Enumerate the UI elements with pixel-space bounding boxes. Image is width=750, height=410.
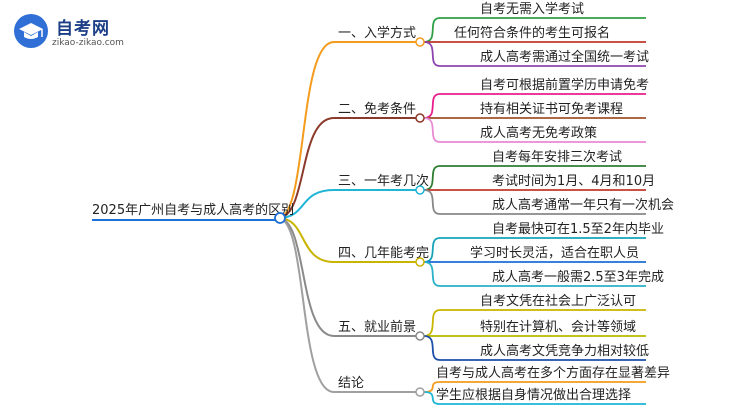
leaf-connector bbox=[423, 391, 441, 405]
branch-connector bbox=[277, 217, 335, 263]
branch-node-dot bbox=[415, 331, 425, 341]
leaf-connector bbox=[423, 335, 441, 361]
branch-label: 一、入学方式 bbox=[338, 25, 416, 41]
logo-url: zikao-zikao.com bbox=[52, 38, 124, 48]
leaf-label: 自考文凭在社会上广泛认可 bbox=[480, 293, 636, 309]
branch-connector bbox=[277, 189, 335, 219]
mind-map-nodes: 2025年广州自考与成人高考的区别 一、入学方式 自考无需入学考试任何符合条件的考生… bbox=[92, 1, 674, 403]
leaf-label: 考试时间为1月、4月和10月 bbox=[492, 174, 655, 189]
leaf-label: 任何符合条件的考生可报名 bbox=[454, 25, 610, 41]
leaf-label: 持有相关证书可免考课程 bbox=[480, 102, 623, 117]
leaf-label: 自考可根据前置学历申请免考 bbox=[480, 77, 649, 93]
leaf-connector bbox=[423, 261, 441, 287]
leaf-label: 成人高考通常一年只有一次机会 bbox=[492, 197, 674, 213]
leaf-connector bbox=[423, 189, 441, 215]
branch-connector bbox=[277, 117, 335, 219]
leaf-label: 特别在计算机、会计等领域 bbox=[480, 319, 636, 335]
leaf-connector bbox=[423, 309, 441, 337]
leaf-label: 自考最快可在1.5至2年内毕业 bbox=[492, 221, 664, 237]
branch-connector bbox=[277, 217, 335, 337]
mind-map-edges bbox=[92, 17, 646, 405]
leaf-connector bbox=[423, 41, 441, 67]
branch-node-dot bbox=[415, 185, 425, 195]
branch-node-dot bbox=[415, 37, 425, 47]
leaf-label: 成人高考一般需2.5至3年完成 bbox=[492, 269, 664, 285]
leaf-label: 学习时长灵活，适合在职人员 bbox=[470, 245, 639, 261]
site-logo: 自考网 zikao-zikao.com bbox=[14, 8, 164, 54]
branch-connector bbox=[277, 41, 335, 219]
leaf-label: 自考每年安排三次考试 bbox=[492, 149, 622, 165]
graduation-cap-shape bbox=[19, 23, 43, 39]
branch-node-dot bbox=[415, 387, 425, 397]
leaf-connector bbox=[423, 17, 441, 43]
leaf-label: 学生应根据自身情况做出合理选择 bbox=[436, 387, 631, 403]
branch-connector bbox=[277, 217, 335, 393]
leaf-connector bbox=[423, 117, 441, 143]
branch-label: 四、几年能考完 bbox=[338, 246, 429, 261]
branch-label: 结论 bbox=[338, 376, 364, 391]
leaf-label: 成人高考无免考政策 bbox=[480, 125, 597, 141]
leaf-label: 成人高考需通过全国统一考试 bbox=[480, 49, 649, 65]
branch-node-dot bbox=[415, 257, 425, 267]
leaf-connector bbox=[423, 93, 441, 119]
branch-label: 二、免考条件 bbox=[338, 101, 416, 117]
root-node-label: 2025年广州自考与成人高考的区别 bbox=[92, 202, 294, 218]
branch-node-dot bbox=[415, 113, 425, 123]
graduation-cap-icon bbox=[14, 14, 48, 48]
leaf-label: 自考与成人高考在多个方面存在显著差异 bbox=[436, 365, 670, 381]
logo-title: 自考网 bbox=[56, 19, 110, 39]
branch-label: 五、就业前景 bbox=[338, 319, 416, 335]
branch-label: 三、一年考几次 bbox=[338, 173, 429, 189]
leaf-label: 成人高考文凭竞争力相对较低 bbox=[480, 343, 649, 359]
root-node-dot bbox=[274, 212, 286, 224]
leaf-label: 自考无需入学考试 bbox=[480, 1, 584, 17]
